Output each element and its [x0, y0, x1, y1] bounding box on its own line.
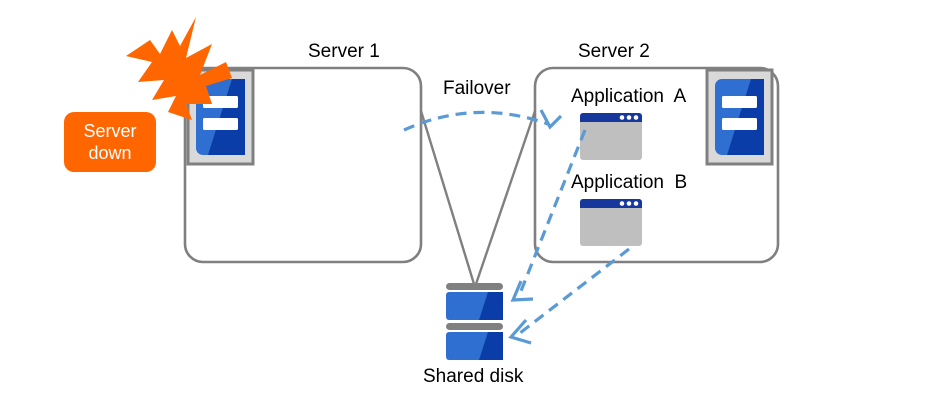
server2-machine-icon [705, 68, 774, 166]
connector-server1-to-disk [419, 110, 476, 285]
server2-label: Server 2 [578, 41, 650, 62]
application-b-window-icon [580, 199, 642, 246]
server-down-callout [64, 112, 156, 172]
app-a-to-disk-arrow [510, 129, 587, 302]
server-down-line2: down [88, 143, 132, 163]
application-a-window-icon [580, 113, 642, 160]
application-a-label: Application A [571, 86, 687, 107]
server-down-line1: Server [83, 120, 137, 141]
lightning-bolt-icon [126, 17, 232, 120]
shared-disk-icon [446, 283, 503, 360]
server1-label: Server 1 [308, 41, 380, 62]
failover-label: Failover [443, 78, 511, 99]
app-b-to-disk-arrow [508, 247, 630, 345]
application-b-label: Application B [571, 172, 688, 193]
disk-connector-lines [419, 110, 537, 285]
connector-server2-to-disk [474, 110, 537, 285]
shared-disk-label: Shared disk [423, 366, 524, 387]
server-down-label: Server down [64, 112, 156, 172]
failover-arrow [403, 109, 563, 132]
